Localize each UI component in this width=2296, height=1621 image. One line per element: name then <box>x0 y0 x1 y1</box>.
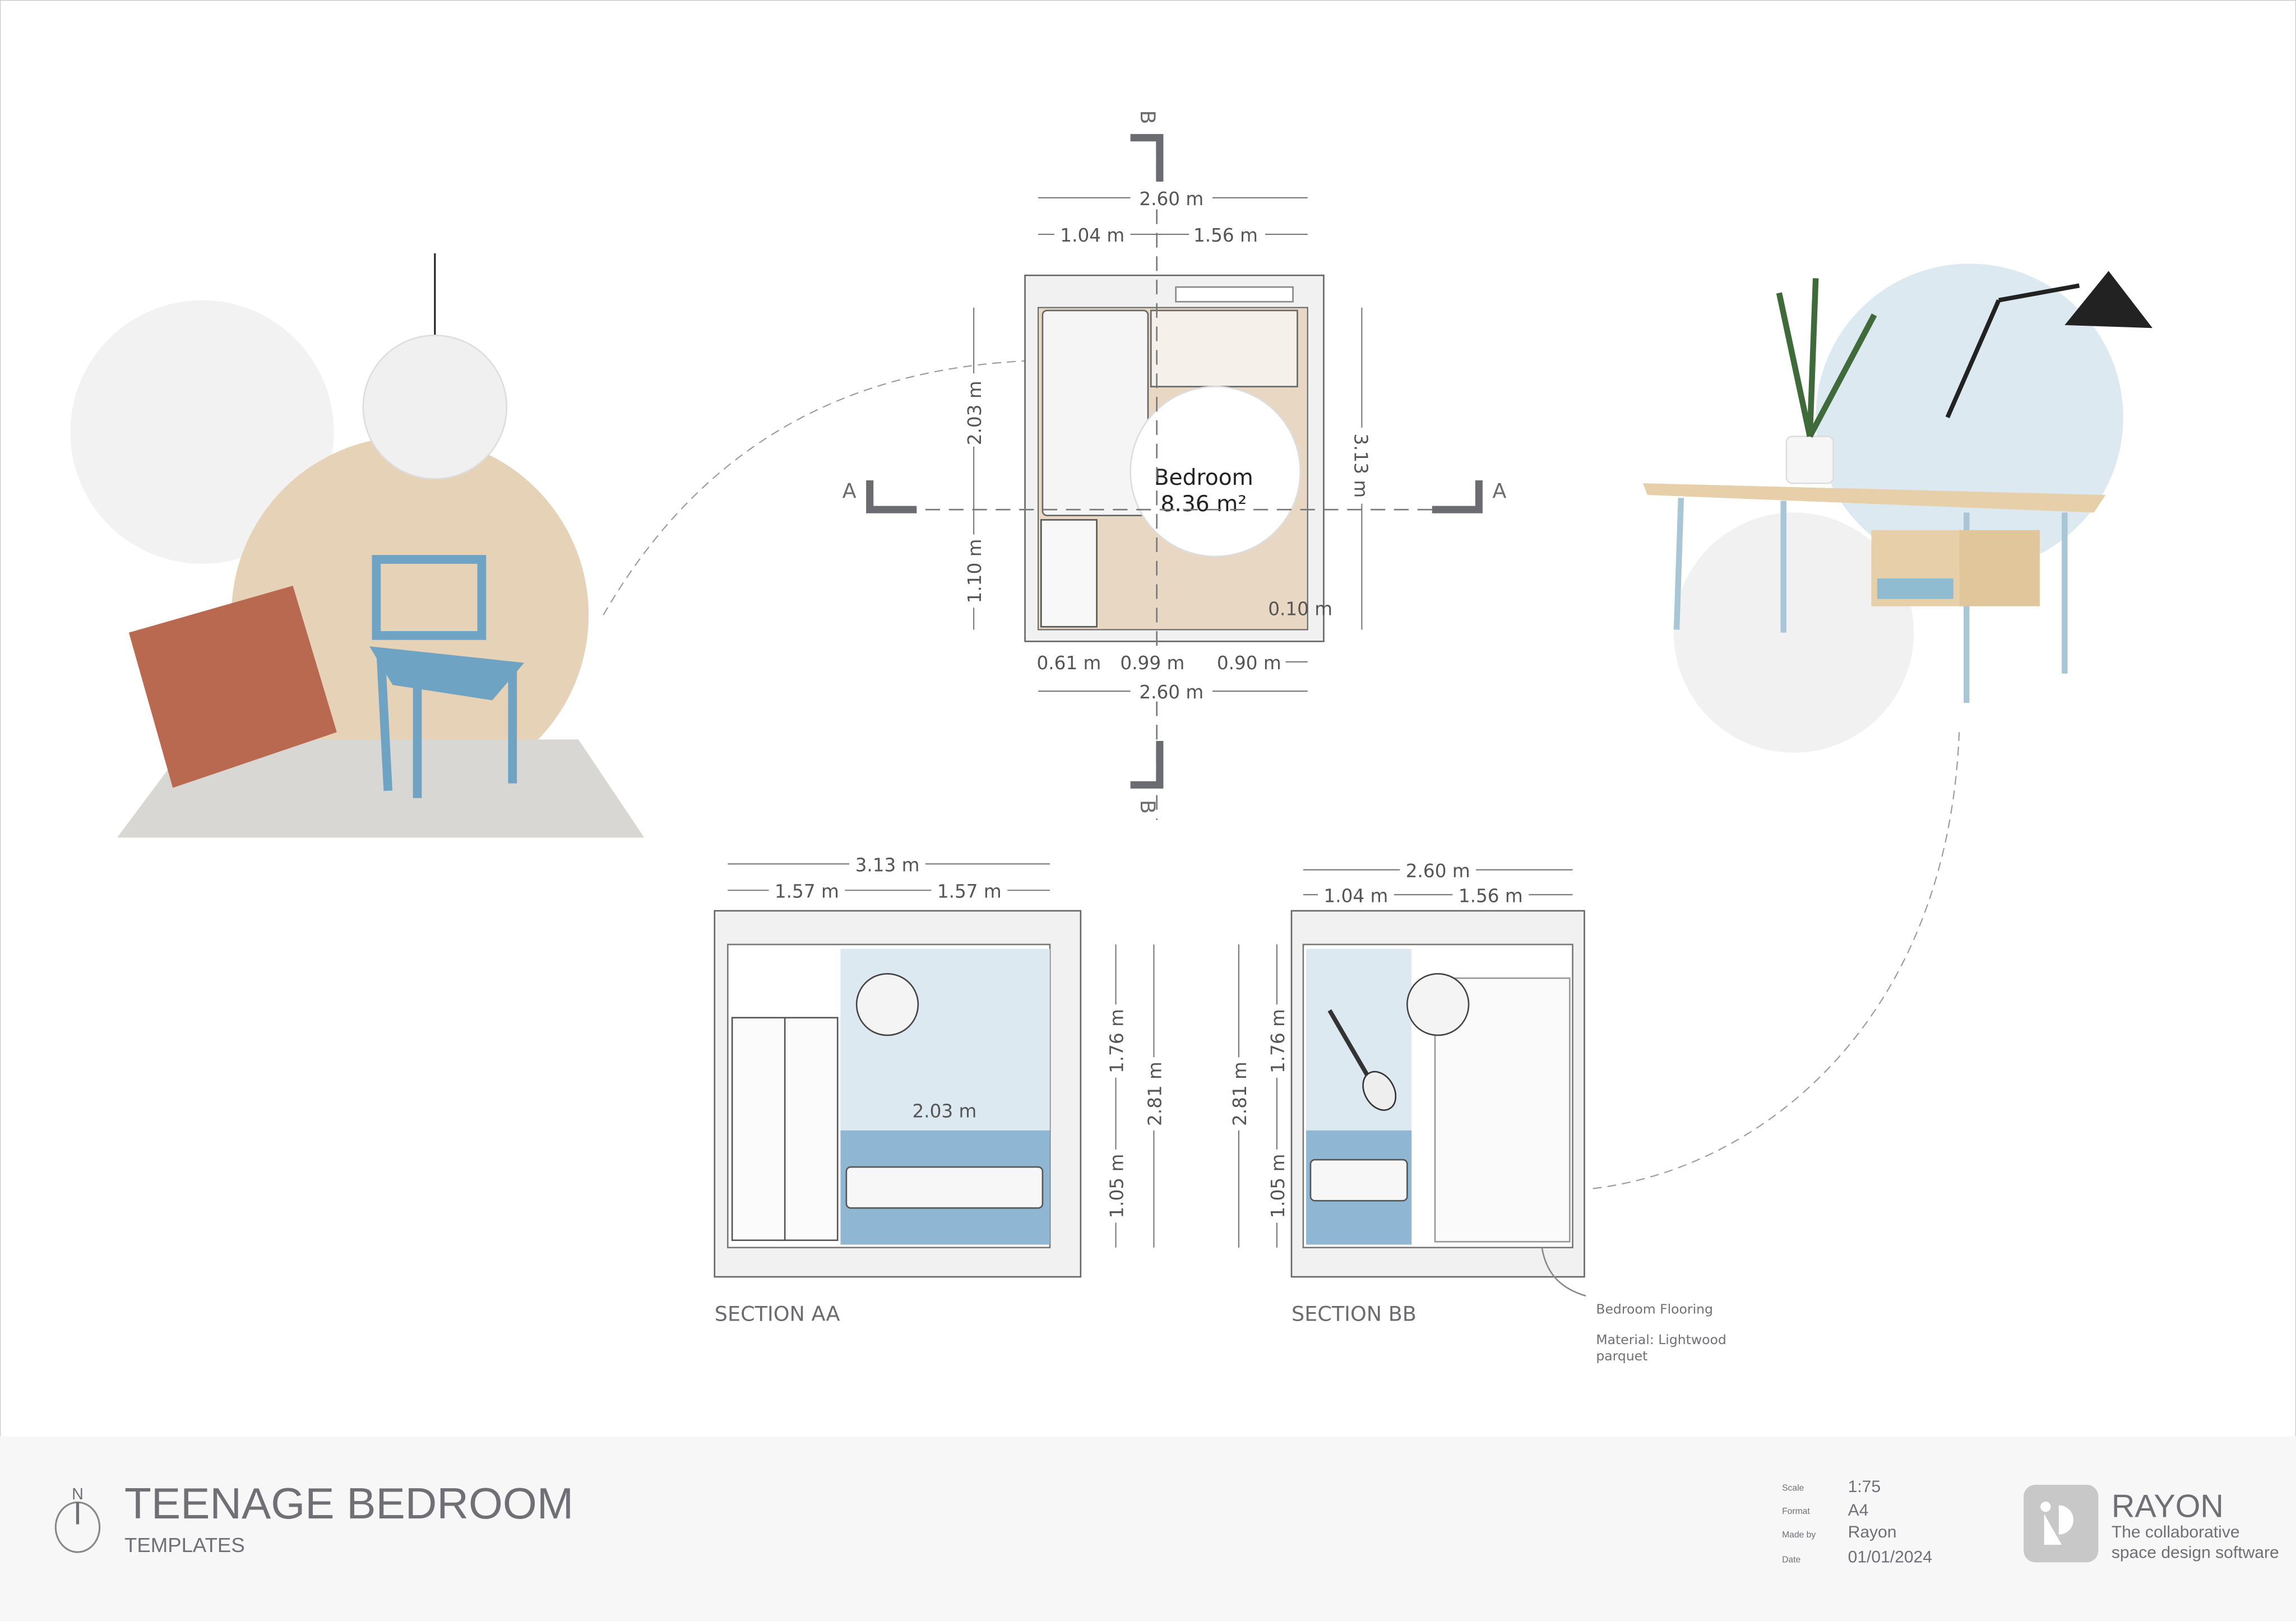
dim-bottom-total: 2.60 m <box>1139 682 1203 703</box>
bb-dim-lower: 1.05 m <box>1267 1154 1289 1219</box>
meta-label-format: Format <box>1782 1507 1810 1516</box>
dim-left-lower: 1.10 m <box>964 539 985 603</box>
floor-plan: Bedroom 8.36 m² A A B B 2.60 m 1.04 m 1.… <box>843 110 1506 820</box>
texture-circle <box>70 300 334 564</box>
bb-dim-left: 1.04 m <box>1324 885 1388 906</box>
dim-right-total: 3.13 m <box>1350 433 1371 498</box>
annotation-material: Material: Lightwood <box>1596 1332 1726 1347</box>
bb-dim-right: 1.56 m <box>1459 885 1523 906</box>
bb-dim-upper: 1.76 m <box>1267 1009 1289 1073</box>
bb-dim-total: 2.60 m <box>1406 860 1470 882</box>
meta-label-made-by: Made by <box>1782 1530 1816 1540</box>
pendant-lamp <box>362 335 508 480</box>
north-compass-icon <box>54 1501 101 1553</box>
section-bb: 2.60 m 1.04 m 1.56 m 2.81 m 1.76 m 1.05 … <box>1227 858 1585 1326</box>
title-block: N TEENAGE BEDROOM TEMPLATES Scale 1:75 F… <box>0 1436 2296 1621</box>
dim-top-right: 1.56 m <box>1193 225 1258 246</box>
meta-label-date: Date <box>1782 1555 1800 1564</box>
moodboard-left <box>70 253 645 838</box>
dim-bottom-2: 0.99 m <box>1120 652 1184 674</box>
pendant-lamp <box>855 972 919 1036</box>
flooring-annotation: Bedroom Flooring Material: Lightwood par… <box>1541 1247 1726 1364</box>
meta-value-format: A4 <box>1848 1501 1869 1520</box>
aa-dim-inner: 2.03 m <box>912 1100 976 1122</box>
section-mark-b-bottom: B <box>1136 800 1160 814</box>
meta-value-made-by: Rayon <box>1848 1523 1897 1541</box>
section-aa-title: SECTION AA <box>715 1302 840 1326</box>
window <box>1175 286 1294 303</box>
room-area: 8.36 m² <box>1160 492 1247 517</box>
project-title: TEENAGE BEDROOM <box>124 1479 573 1528</box>
annotation-title: Bedroom Flooring <box>1596 1301 1713 1317</box>
desk <box>1150 309 1298 388</box>
section-mark-a-right: A <box>1492 479 1506 503</box>
brand-name: RAYON <box>2112 1488 2224 1524</box>
dim-bottom-3: 0.90 m <box>1217 652 1281 674</box>
wardrobe <box>1040 519 1098 628</box>
rayon-logo <box>2024 1484 2099 1563</box>
fur-rug <box>1130 386 1301 558</box>
cushion <box>128 586 337 788</box>
compass-label: N <box>72 1485 84 1503</box>
section-mark-b-top: B <box>1136 110 1160 124</box>
meta-value-date: 01/01/2024 <box>1848 1548 1932 1566</box>
dim-bottom-1: 0.61 m <box>1037 652 1101 674</box>
dim-left-upper: 2.03 m <box>964 381 985 445</box>
dim-top-left: 1.04 m <box>1060 225 1124 246</box>
moodboard-right <box>1642 263 2152 753</box>
room-name: Bedroom <box>1154 465 1253 490</box>
dim-top-total: 2.60 m <box>1139 188 1203 210</box>
desk <box>1642 483 2106 513</box>
project-subtitle: TEMPLATES <box>124 1534 245 1557</box>
brand-tagline-1: The collaborative <box>2112 1523 2240 1541</box>
plant-pot <box>1785 436 1834 484</box>
bed <box>1041 309 1149 516</box>
aa-dim-lower: 1.05 m <box>1107 1154 1128 1219</box>
section-bb-title: SECTION BB <box>1292 1302 1417 1326</box>
meta-label-scale: Scale <box>1782 1483 1804 1493</box>
desk-lamp <box>1945 271 2152 419</box>
aa-dim-upper: 1.76 m <box>1107 1009 1128 1073</box>
dim-door-wall: 0.10 m <box>1268 598 1332 619</box>
meta-value-scale: 1:75 <box>1848 1478 1881 1496</box>
brand-tagline-2: space design software <box>2112 1544 2279 1562</box>
section-aa: 3.13 m 1.57 m 1.57 m 1.76 m 1.05 m 2.81 … <box>714 852 1166 1326</box>
annotation-material-cont: parquet <box>1596 1348 1647 1364</box>
aa-dim-height: 2.81 m <box>1145 1062 1166 1126</box>
chair <box>369 555 525 798</box>
aa-dim-left: 1.57 m <box>775 881 839 902</box>
aa-dim-right: 1.57 m <box>937 881 1002 902</box>
aa-dim-total: 3.13 m <box>855 854 920 876</box>
pendant-lamp <box>1406 972 1470 1036</box>
section-mark-a-left: A <box>843 479 857 503</box>
bb-dim-height: 2.81 m <box>1229 1062 1251 1126</box>
